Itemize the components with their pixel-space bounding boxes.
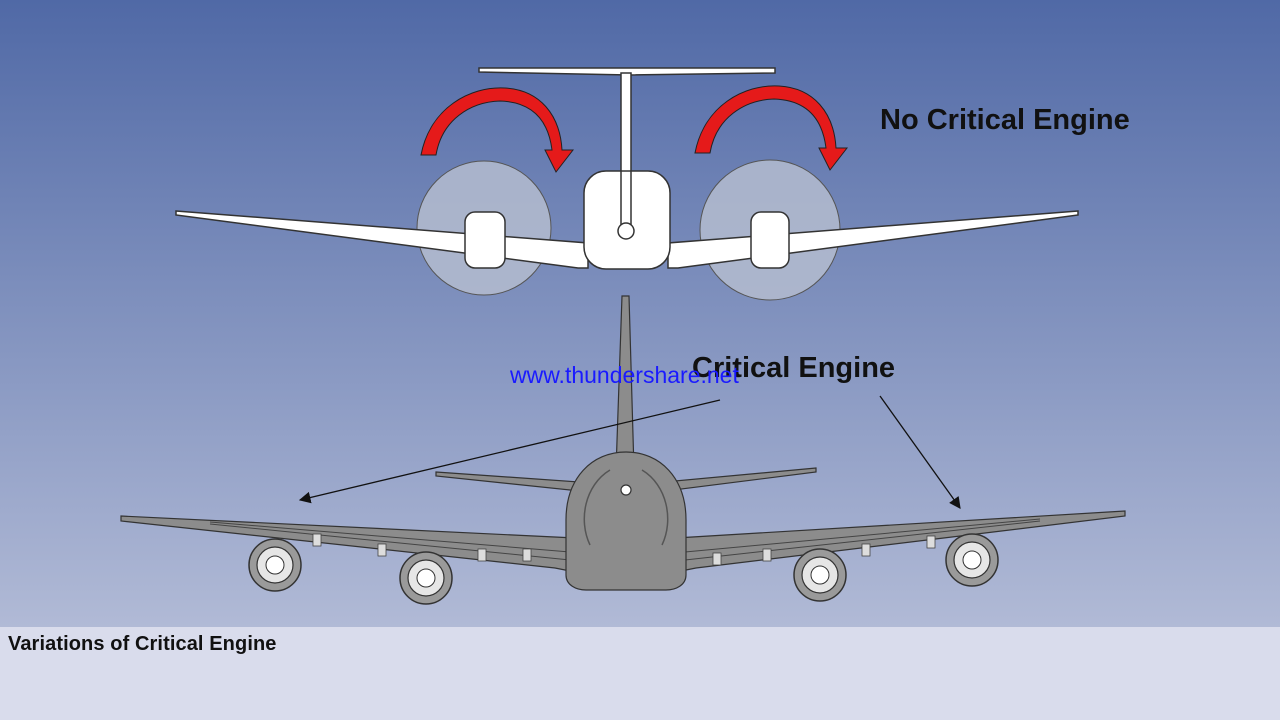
pointer-arrow-icon bbox=[879, 395, 961, 509]
diagram-canvas bbox=[0, 0, 1280, 627]
caption-bar bbox=[0, 627, 1280, 720]
right-nacelle bbox=[750, 211, 790, 269]
left-rotation-arrow bbox=[420, 87, 575, 173]
jet-left-wing bbox=[120, 515, 576, 573]
twin-horizontal-tail bbox=[478, 67, 776, 76]
engine-4 bbox=[945, 533, 999, 587]
left-nacelle bbox=[464, 211, 506, 269]
clockwise-rotation-arrow-icon bbox=[694, 85, 849, 171]
watermark-text: www.thundershare.net bbox=[510, 362, 739, 388]
jet-fuselage bbox=[565, 451, 687, 591]
twin-prop-aircraft bbox=[175, 67, 1079, 301]
twin-fuselage bbox=[583, 170, 671, 270]
jet-tail-cone bbox=[620, 484, 632, 496]
pointer-arrow-icon bbox=[298, 399, 721, 504]
caption-text: Variations of Critical Engine bbox=[8, 633, 277, 655]
clockwise-rotation-arrow-icon bbox=[420, 87, 575, 173]
engine-3 bbox=[793, 548, 847, 602]
twin-tail-cone bbox=[617, 222, 635, 240]
label-critical-engine: Critical Engine bbox=[692, 352, 896, 384]
label-no-critical-engine: No Critical Engine bbox=[880, 104, 1130, 136]
engine-1 bbox=[248, 538, 302, 592]
right-rotation-arrow bbox=[694, 85, 849, 171]
engine-2 bbox=[399, 551, 453, 605]
four-engine-jet bbox=[120, 295, 1126, 605]
